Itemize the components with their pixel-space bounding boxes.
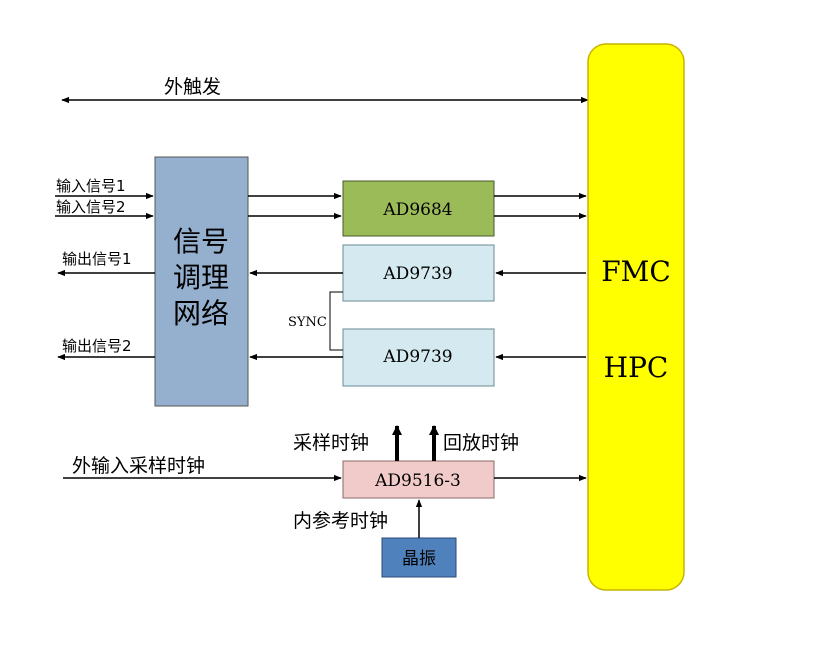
- conditioning-line-1: 信号: [173, 225, 229, 258]
- playback-clock-label: 回放时钟: [443, 432, 519, 454]
- sync-bracket: [329, 291, 343, 351]
- fmc-hpc-connector: [587, 43, 685, 591]
- oscillator-label: 晶振: [402, 549, 436, 569]
- input-2-label: 输入信号2: [56, 198, 126, 216]
- external-trigger-label: 外触发: [164, 76, 221, 98]
- conditioning-line-3: 网络: [173, 297, 229, 330]
- ext-clock-input-label: 外输入采样时钟: [72, 455, 205, 477]
- dac-2-label: AD9739: [382, 347, 452, 367]
- output-2-label: 输出信号2: [62, 337, 132, 355]
- sync-label: SYNC: [288, 315, 327, 330]
- dac-1-ad9739-block: [342, 244, 495, 302]
- output-1-label: 输出信号1: [62, 250, 132, 268]
- dac-1-label: AD9739: [382, 264, 452, 284]
- clock-chip-label: AD9516-3: [374, 471, 461, 491]
- sample-clock-label: 采样时钟: [293, 432, 369, 454]
- hpc-label: HPC: [604, 351, 669, 384]
- dac-2-ad9739-block: [342, 328, 495, 387]
- conditioning-line-2: 调理: [173, 261, 229, 294]
- internal-ref-clock-label: 内参考时钟: [293, 510, 388, 532]
- fmc-label: FMC: [601, 255, 671, 288]
- clock-ad9516-block: [342, 460, 495, 499]
- oscillator-block: [381, 537, 457, 578]
- adc-label: AD9684: [382, 200, 452, 220]
- input-1-label: 输入信号1: [56, 177, 126, 195]
- conditioning-network-block: [154, 156, 249, 407]
- adc-ad9684-block: [342, 180, 495, 237]
